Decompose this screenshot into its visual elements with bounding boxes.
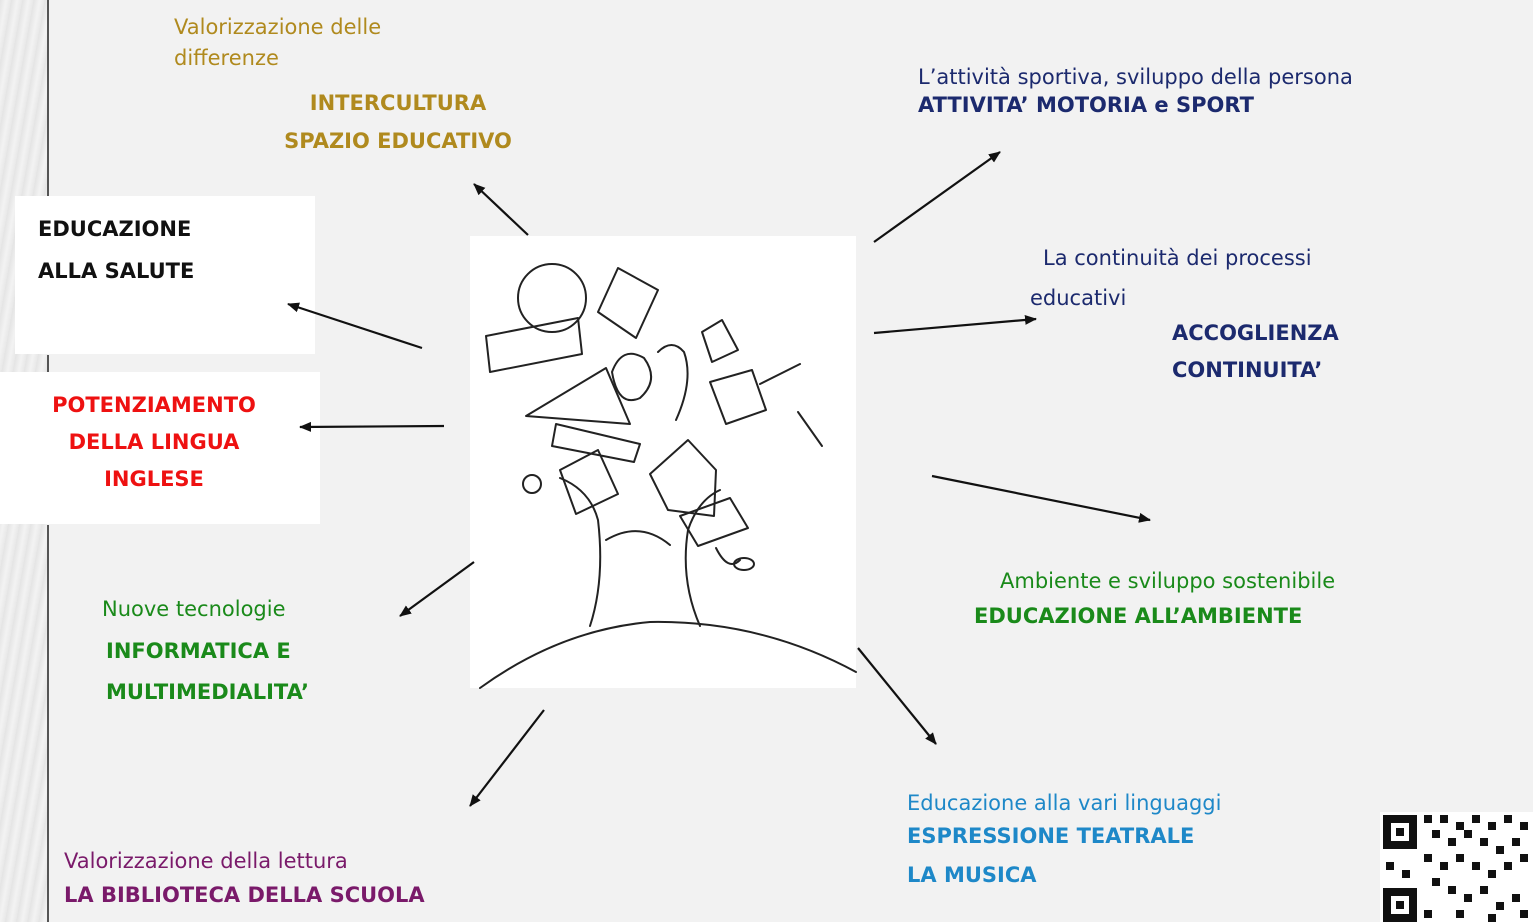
continuita-subtitle-2: educativi (1030, 286, 1127, 310)
stroke-mark (759, 363, 801, 385)
arrow-to-inglese (299, 421, 445, 432)
salute-title-2: ALLA SALUTE (38, 259, 195, 283)
ambiente-title: EDUCAZIONE ALL’AMBIENTE (974, 604, 1303, 628)
lettura-subtitle: Valorizzazione della lettura (64, 849, 348, 873)
informatica-title-2: MULTIMEDIALITA’ (106, 680, 309, 704)
arrow-to-linguaggi (857, 647, 937, 745)
ambiente-subtitle: Ambiente e sviluppo sostenibile (1000, 569, 1336, 593)
continuita-title-1: ACCOGLIENZA (1172, 321, 1339, 345)
trunk-left (559, 477, 602, 627)
arrow-to-continuita (873, 314, 1037, 335)
lettura-title: LA BIBLIOTECA DELLA SCUOLA (64, 883, 425, 907)
continuita-subtitle-1: La continuità dei processi (1043, 246, 1312, 270)
linguaggi-title-1: ESPRESSIONE TEATRALE (907, 824, 1195, 848)
cube-shape (559, 449, 619, 515)
stroke-mark (797, 411, 823, 447)
sport-title: ATTIVITA’ MOTORIA e SPORT (918, 93, 1254, 117)
intercultura-title-2: SPAZIO EDUCATIVO (284, 129, 512, 153)
arrow-to-intercultura (473, 183, 529, 236)
box-shape (709, 369, 767, 425)
inglese-title-3: INGLESE (104, 467, 204, 491)
informatica-subtitle: Nuove tecnologie (102, 597, 286, 621)
arrow-to-salute (287, 302, 423, 350)
number-9b-shape (657, 344, 689, 421)
tree-illustration (470, 236, 857, 689)
intercultura-title-1: INTERCULTURA (309, 91, 487, 115)
divider-line (47, 355, 49, 373)
divider-line (47, 0, 49, 196)
rectangle-shape (485, 317, 583, 373)
arrow-to-sport (873, 151, 1001, 243)
continuita-title-2: CONTINUITA’ (1172, 358, 1323, 382)
linguaggi-title-2: LA MUSICA (907, 863, 1037, 887)
inglese-title-2: DELLA LINGUA (68, 430, 240, 454)
computer-monitor-shape (649, 439, 717, 517)
book-shape (551, 423, 641, 463)
mouse-shape (733, 557, 755, 571)
sport-subtitle: L’attività sportiva, sviluppo della pers… (918, 65, 1353, 89)
cylinder-shape (701, 319, 739, 363)
salute-panel (15, 196, 315, 354)
hill-outline (479, 620, 857, 689)
arrow-to-informatica (399, 561, 475, 617)
number-9-shape (611, 352, 652, 402)
salute-title-1: EDUCAZIONE (38, 217, 192, 241)
inglese-panel (0, 372, 320, 524)
trunk-knot (605, 530, 671, 546)
circle-shape (517, 263, 587, 333)
intercultura-subtitle-1: Valorizzazione delle (174, 15, 382, 39)
diamond-shape (597, 267, 659, 339)
small-circle-shape (522, 474, 542, 494)
qr-code (1380, 812, 1533, 922)
informatica-title-1: INFORMATICA E (106, 639, 291, 663)
keyboard-shape (679, 497, 749, 547)
triangle-shape (525, 367, 631, 425)
arrow-to-ambiente (931, 474, 1151, 523)
divider-line (47, 525, 49, 922)
intercultura-subtitle-2: differenze (174, 46, 279, 70)
inglese-title-1: POTENZIAMENTO (52, 393, 256, 417)
arrow-to-lettura (469, 709, 545, 807)
mouse-cable (715, 547, 741, 565)
linguaggi-subtitle: Educazione alla vari linguaggi (907, 791, 1222, 815)
